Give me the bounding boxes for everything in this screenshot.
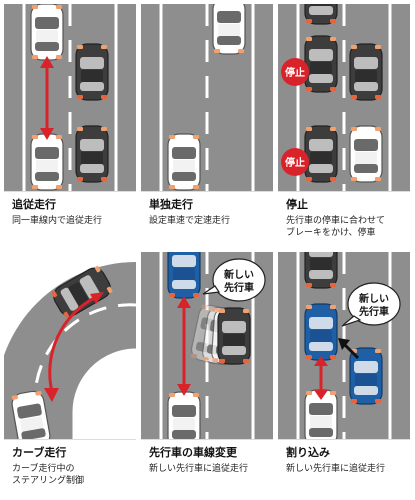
caption-title: 割り込み xyxy=(286,446,330,459)
caption-desc: カーブ走行中の ステアリング制御 xyxy=(12,464,85,486)
caption: 追従走行 同一車線内で追従走行 xyxy=(4,191,136,247)
panel-follow: 追従走行 同一車線内で追従走行 xyxy=(4,4,136,247)
bubble-line-2: 先行車 xyxy=(359,305,389,318)
bubble-line-1: 新しい xyxy=(224,268,254,281)
far-car xyxy=(304,252,338,289)
panel-single: 単独走行 設定車速で定速走行 xyxy=(141,4,273,247)
dark-car xyxy=(75,43,109,101)
top-car xyxy=(304,4,338,25)
caption-desc: 新しい先行車に追従走行 xyxy=(286,464,386,474)
own-car xyxy=(30,133,64,191)
caption-title: 単独走行 xyxy=(149,198,193,211)
panel-cutin: 新しい 先行車 割り込み 新しい先行車に追従走行 xyxy=(278,252,410,495)
stop-sign-2 xyxy=(281,148,309,176)
stop-sign-1-label: 停止 xyxy=(285,66,305,79)
curve-arrow xyxy=(48,295,97,393)
caption-title: 先行車の車線変更 xyxy=(149,446,237,459)
dark-car-2 xyxy=(75,125,109,183)
caption-desc: 新しい先行車に追従走行 xyxy=(149,464,249,474)
own-car xyxy=(304,125,338,183)
new-lead-bubble xyxy=(347,282,401,326)
caption-desc: 設定車速で定速走行 xyxy=(149,216,231,226)
stop-sign-2-label: 停止 xyxy=(285,156,305,169)
bubble-line-1: 新しい xyxy=(359,292,389,305)
cutting-in-car xyxy=(304,303,338,361)
caption: 先行車の車線変更 新しい先行車に追従走行 xyxy=(141,439,273,495)
caption: 単独走行 設定車速で定速走行 xyxy=(141,191,273,247)
side-car xyxy=(349,43,383,101)
caption-title: カーブ走行 xyxy=(12,446,67,459)
panel-lanechange: 新しい 先行車 先行車の車線変更 新しい先行車に追従走行 xyxy=(141,252,273,495)
caption-title: 停止 xyxy=(286,198,308,211)
lead-car xyxy=(30,4,64,61)
own-car xyxy=(167,133,201,191)
new-lead-car xyxy=(167,252,201,299)
caption: 割り込み 新しい先行車に追従走行 xyxy=(278,439,410,495)
cutin-arrow xyxy=(342,342,360,360)
caption: カーブ走行 カーブ走行中の ステアリング制御 xyxy=(4,439,136,495)
caption-title: 追従走行 xyxy=(12,198,56,211)
stop-sign-1 xyxy=(281,58,309,86)
far-car xyxy=(212,4,246,55)
caption: 停止 先行車の停車に合わせて ブレーキをかけ、停車 xyxy=(278,191,410,247)
lane-changing-car xyxy=(217,307,251,365)
caption-desc: 同一車線内で追従走行 xyxy=(12,216,103,226)
panel-stop: 停止 停止 停止 先行車の停車に合わせて ブレーキをかけ、停車 xyxy=(278,4,410,247)
stopped-lead-car xyxy=(304,35,338,93)
side-car-2 xyxy=(349,125,383,183)
bubble-line-2: 先行車 xyxy=(224,281,254,294)
panel-curve: カーブ走行 カーブ走行中の ステアリング制御 xyxy=(4,252,136,495)
caption-desc: 先行車の停車に合わせて ブレーキをかけ、停車 xyxy=(286,216,386,238)
new-lead-bubble xyxy=(212,258,266,302)
